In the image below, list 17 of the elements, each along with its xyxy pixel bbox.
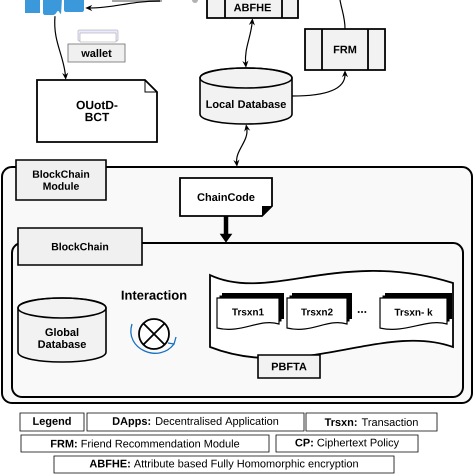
- database-cylinder: Global Database: [17, 297, 107, 363]
- node-label: PBFTA: [272, 362, 307, 370]
- database-cylinder: Local Database: [199, 67, 293, 125]
- ellipsis: ...: [358, 311, 366, 313]
- transaction-document: Trsxn1: [216, 293, 284, 330]
- process-box: ABFHE: [206, 0, 299, 19]
- process-box: FRM: [304, 28, 386, 71]
- transaction-document: Trsxn2: [286, 293, 352, 330]
- legend-entry: ABFHE: Attribute based Fully Homomorphic encryption: [54, 456, 394, 474]
- legend-entry: FRM: Friend Recommendation Module: [20, 434, 270, 452]
- legend-entry: CP: Ciphertext Policy: [276, 434, 418, 452]
- wallet-tag: wallet: [68, 30, 126, 62]
- people-icon: [25, 0, 84, 15]
- legend-entry: Trsxn: Transaction: [306, 412, 438, 432]
- legend-entry: DApps: Decentralised Application: [86, 412, 304, 432]
- transaction-document: Trsxn- k: [379, 293, 452, 330]
- legend-entry: Legend: [20, 412, 84, 432]
